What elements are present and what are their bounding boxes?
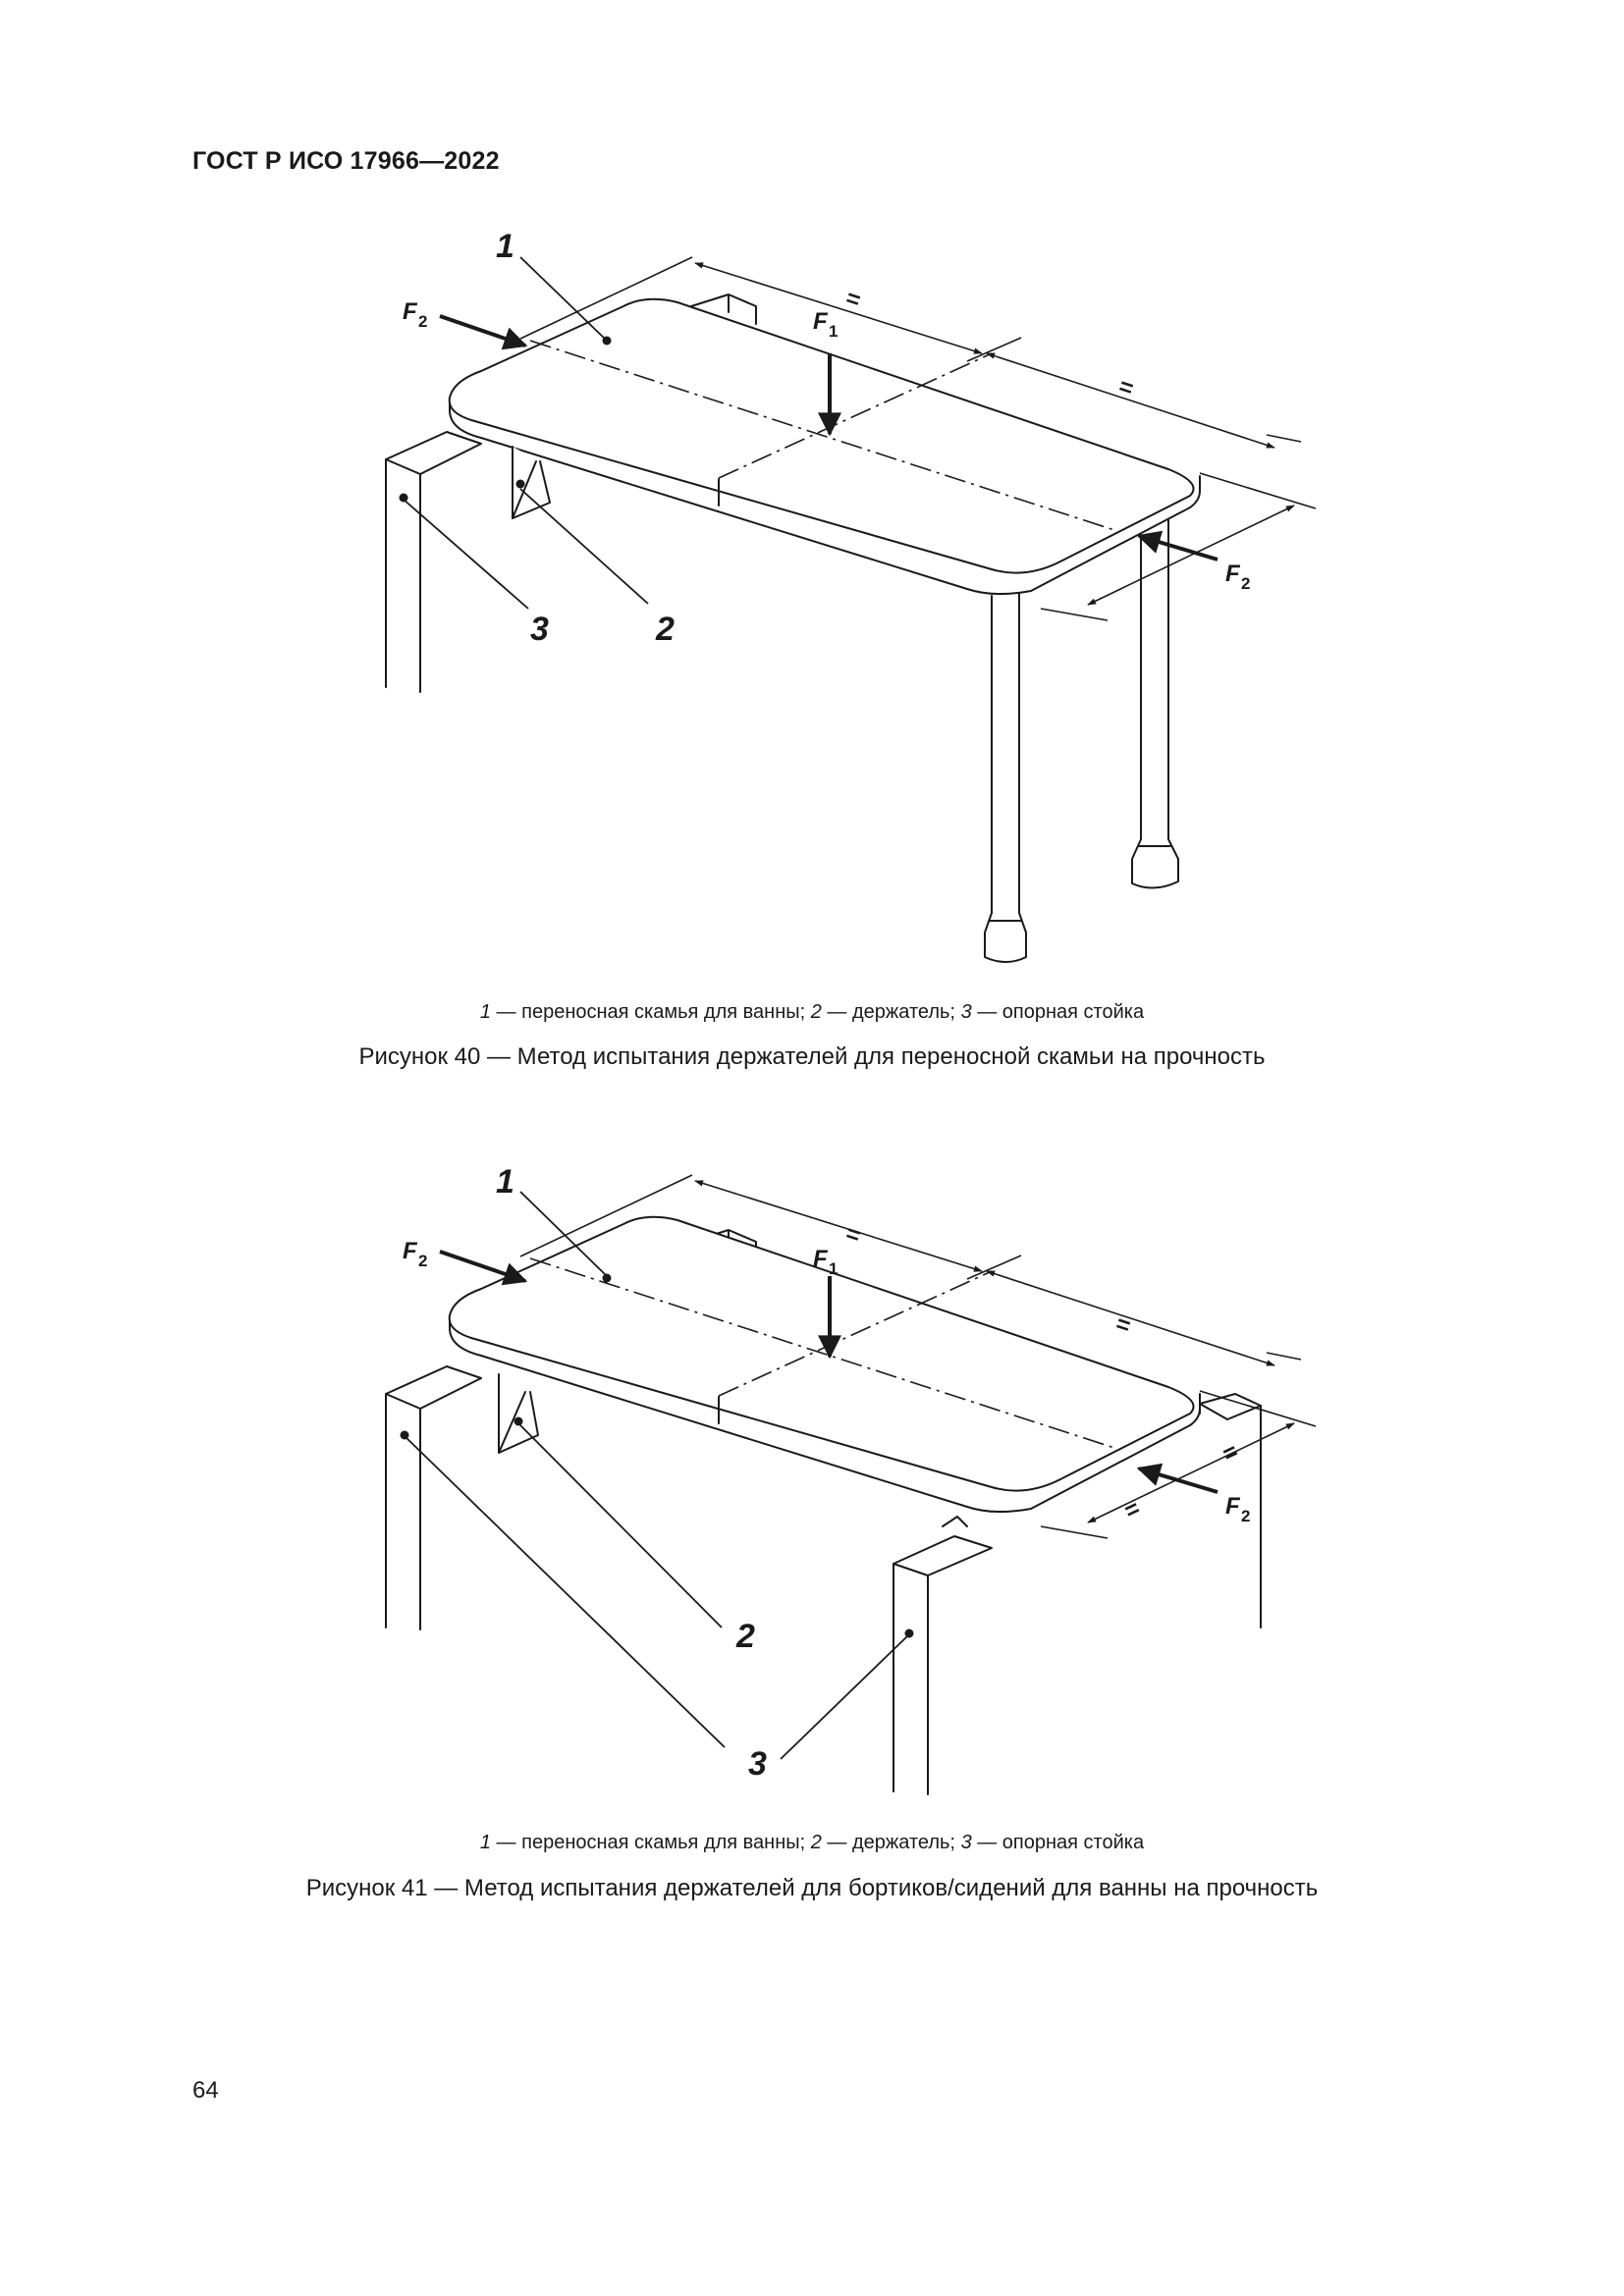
- standard-header: ГОСТ Р ИСО 17966—2022: [192, 147, 500, 175]
- fig41-force-f1-sub: 1: [829, 1259, 838, 1278]
- fig41-dim-line-2: [986, 1270, 1275, 1366]
- figure-40-drawing: 1 2 3 F 2 F 1 F 2 = =: [385, 228, 1317, 963]
- fig41-legend-num-2: 2: [810, 1832, 822, 1853]
- fig40-dim-line-3: [1087, 505, 1295, 606]
- fig41-force-f2-left-label: F: [403, 1238, 418, 1264]
- fig40-equal-mark-2: =: [1115, 373, 1137, 402]
- fig40-callout-1: 1: [496, 228, 514, 265]
- fig41-force-f2-left-arrow: [439, 1250, 528, 1286]
- fig40-force-f1-label: F: [813, 308, 829, 335]
- fig41-legend-text-2: — держатель;: [821, 1832, 961, 1853]
- fig40-force-f2-left-sub: 2: [418, 312, 427, 331]
- fig41-holder-bracket: [498, 1373, 539, 1454]
- fig40-force-f2-right-arrow: [1136, 530, 1218, 561]
- fig40-legend-num-2: 2: [810, 1001, 822, 1023]
- fig41-dim-line-1: [694, 1180, 983, 1272]
- fig41-equal-mark-4: =: [1120, 1495, 1144, 1524]
- fig41-equal-mark-3: =: [1218, 1438, 1242, 1468]
- fig41-force-f1-label: F: [813, 1246, 829, 1272]
- fig41-force-f2-left-sub: 2: [418, 1252, 427, 1270]
- fig41-equal-mark-1: =: [842, 1220, 864, 1250]
- fig41-callout-2: 2: [735, 1618, 755, 1655]
- fig40-callout-3: 3: [530, 611, 549, 648]
- fig41-front-support-post: [893, 1516, 993, 1795]
- fig41-equal-mark-2: =: [1112, 1310, 1134, 1340]
- fig41-legend-text-1: — переносная скамья для ванны;: [491, 1832, 811, 1853]
- fig40-dim-line-1: [694, 262, 983, 354]
- fig40-holder-bracket: [512, 446, 551, 519]
- fig41-force-f2-right-arrow: [1136, 1463, 1218, 1494]
- fig40-equal-mark-1: =: [842, 285, 864, 314]
- fig41-centerline-cross: [718, 1270, 993, 1397]
- figure-41-drawing: 1 2 3 F 2 F 1 F 2 = = = =: [385, 1163, 1317, 1795]
- fig41-legend-num-3: 3: [960, 1832, 972, 1853]
- fig40-caption: Рисунок 40 — Метод испытания держателей …: [358, 1043, 1266, 1070]
- fig41-force-f2-right-sub: 2: [1241, 1507, 1250, 1525]
- fig40-legend-num-1: 1: [479, 1001, 491, 1023]
- fig40-force-f1-sub: 1: [829, 322, 838, 341]
- fig40-force-f2-right-label: F: [1225, 561, 1241, 587]
- fig40-centerline-cross: [718, 352, 993, 479]
- fig41-caption: Рисунок 41 — Метод испытания держателей …: [305, 1875, 1319, 1901]
- fig40-front-leg: [984, 593, 1027, 963]
- fig40-back-leg: [1131, 519, 1179, 889]
- fig40-legend-text-1: — переносная скамья для ванны;: [491, 1001, 811, 1023]
- fig40-legend-num-3: 3: [960, 1001, 972, 1023]
- fig41-legend-num-1: 1: [479, 1832, 491, 1853]
- fig41-left-support-post: [385, 1365, 482, 1630]
- fig41-legend-text-3: — опорная стойка: [971, 1832, 1145, 1853]
- fig40-dim-line-2: [986, 352, 1275, 449]
- fig40-left-support-post: [385, 431, 482, 693]
- fig40-force-f2-left-arrow: [439, 314, 528, 350]
- fig40-legend-text-3: — опорная стойка: [971, 1001, 1145, 1023]
- fig41-legend: 1 — переносная скамья для ванны; 2 — дер…: [0, 1832, 1624, 1854]
- page-number: 64: [192, 2077, 219, 2104]
- fig40-legend-text-2: — держатель;: [821, 1001, 961, 1023]
- fig40-legend: 1 — переносная скамья для ванны; 2 — дер…: [0, 1001, 1624, 1024]
- fig40-force-f2-right-sub: 2: [1241, 574, 1250, 593]
- fig40-force-f2-left-label: F: [403, 298, 418, 325]
- fig41-dim-line-3: [1087, 1422, 1295, 1523]
- fig41-callout-1: 1: [496, 1163, 514, 1201]
- fig41-callout-3: 3: [748, 1745, 767, 1783]
- fig41-force-f2-right-label: F: [1225, 1493, 1241, 1520]
- fig40-callout-2: 2: [655, 611, 675, 648]
